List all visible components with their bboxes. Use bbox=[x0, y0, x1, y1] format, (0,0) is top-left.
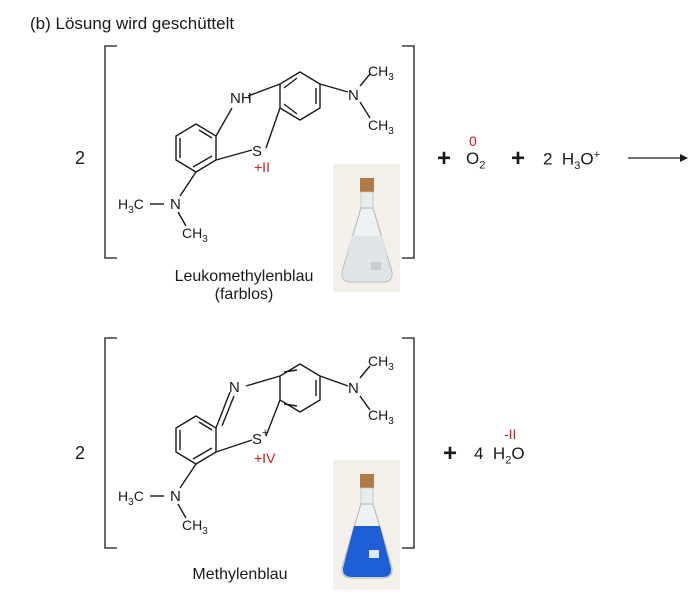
leuko-ch3-top: CH3 bbox=[368, 63, 394, 83]
o2-oxidation-state: 0 bbox=[469, 133, 477, 149]
mb-bonds bbox=[150, 363, 371, 519]
mb-coefficient: 2 bbox=[75, 443, 86, 463]
mb-ch3-bottom: CH3 bbox=[182, 517, 208, 537]
mb-h3c-left: H3C bbox=[118, 488, 144, 508]
mb-ch3-bottom-right: CH3 bbox=[368, 407, 394, 427]
h3o-species: 2 H3O+ bbox=[543, 149, 600, 173]
leuko-h3c-left: H3C bbox=[118, 196, 144, 216]
mb-s-oxidation: +IV bbox=[254, 450, 276, 466]
leuko-brackets bbox=[104, 45, 415, 259]
flask-clear-photo bbox=[333, 164, 400, 292]
flask-blue-photo bbox=[333, 460, 400, 590]
mb-ch3-top: CH3 bbox=[368, 353, 394, 373]
leuko-n-right: N bbox=[348, 87, 359, 104]
h2o-oxidation-state: -II bbox=[504, 426, 517, 442]
mb-s-label: S+ bbox=[252, 427, 268, 448]
leuko-ch3-bottom: CH3 bbox=[182, 225, 208, 245]
mb-n-central: N bbox=[229, 379, 240, 396]
plus-sign-2: + bbox=[511, 145, 526, 172]
h2o-species: 4 H2O bbox=[474, 444, 525, 467]
plus-sign-3: + bbox=[443, 440, 458, 467]
mb-n-left: N bbox=[170, 488, 181, 505]
section-heading: (b) Lösung wird geschüttelt bbox=[30, 14, 235, 33]
mb-caption: Methylenblau bbox=[192, 566, 288, 583]
o2-species: O2 bbox=[466, 149, 486, 172]
leuko-nh-label: NH bbox=[230, 90, 252, 107]
leuko-n-left: N bbox=[170, 196, 181, 213]
leuko-bonds bbox=[150, 71, 371, 227]
mb-n-right: N bbox=[348, 380, 359, 397]
leuko-coefficient: 2 bbox=[75, 148, 86, 168]
plus-sign-1: + bbox=[437, 145, 452, 172]
leuko-s-label: S bbox=[252, 143, 262, 160]
leuko-caption: Leukomethylenblau (farblos) bbox=[174, 268, 314, 303]
mb-brackets bbox=[104, 337, 415, 549]
leuko-ch3-bottom-right: CH3 bbox=[368, 117, 394, 137]
leuko-s-oxidation: +II bbox=[254, 159, 270, 175]
